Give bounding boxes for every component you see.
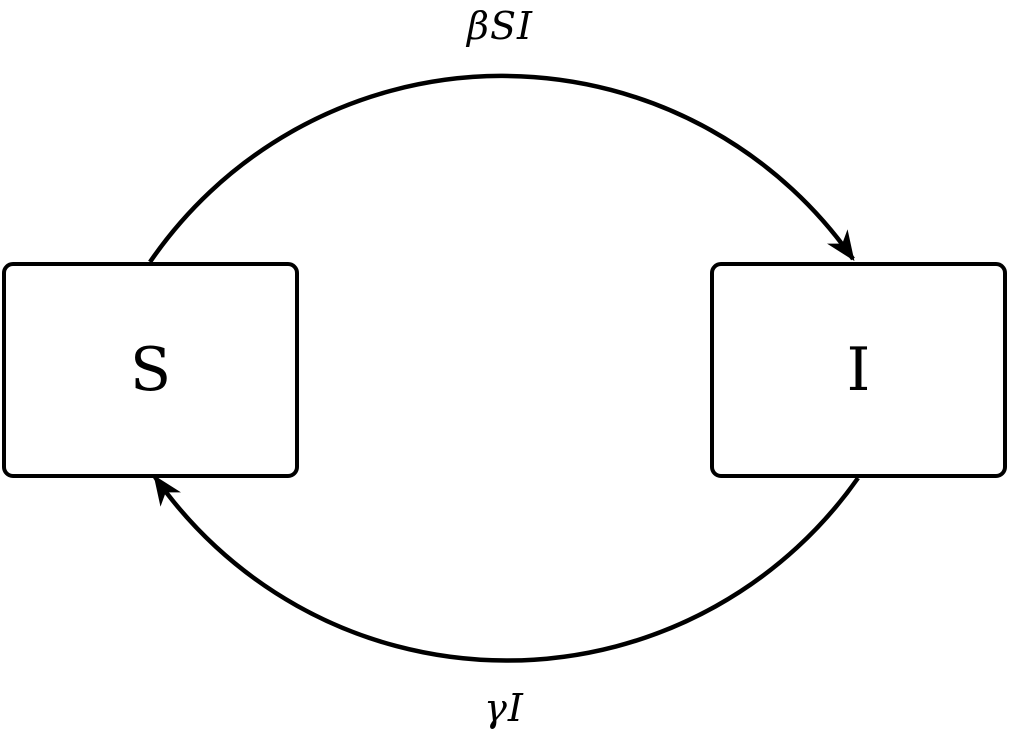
node-s-label: S [129,335,172,405]
node-i: I [710,262,1007,478]
edge-i-to-s-arc [153,474,860,663]
edge-s-to-i-label: βSI [466,4,533,48]
node-i-label: I [846,335,871,405]
edge-s-to-i-arc [148,73,855,264]
edge-i-to-s-label: γI [484,686,524,730]
node-s: S [2,262,299,478]
